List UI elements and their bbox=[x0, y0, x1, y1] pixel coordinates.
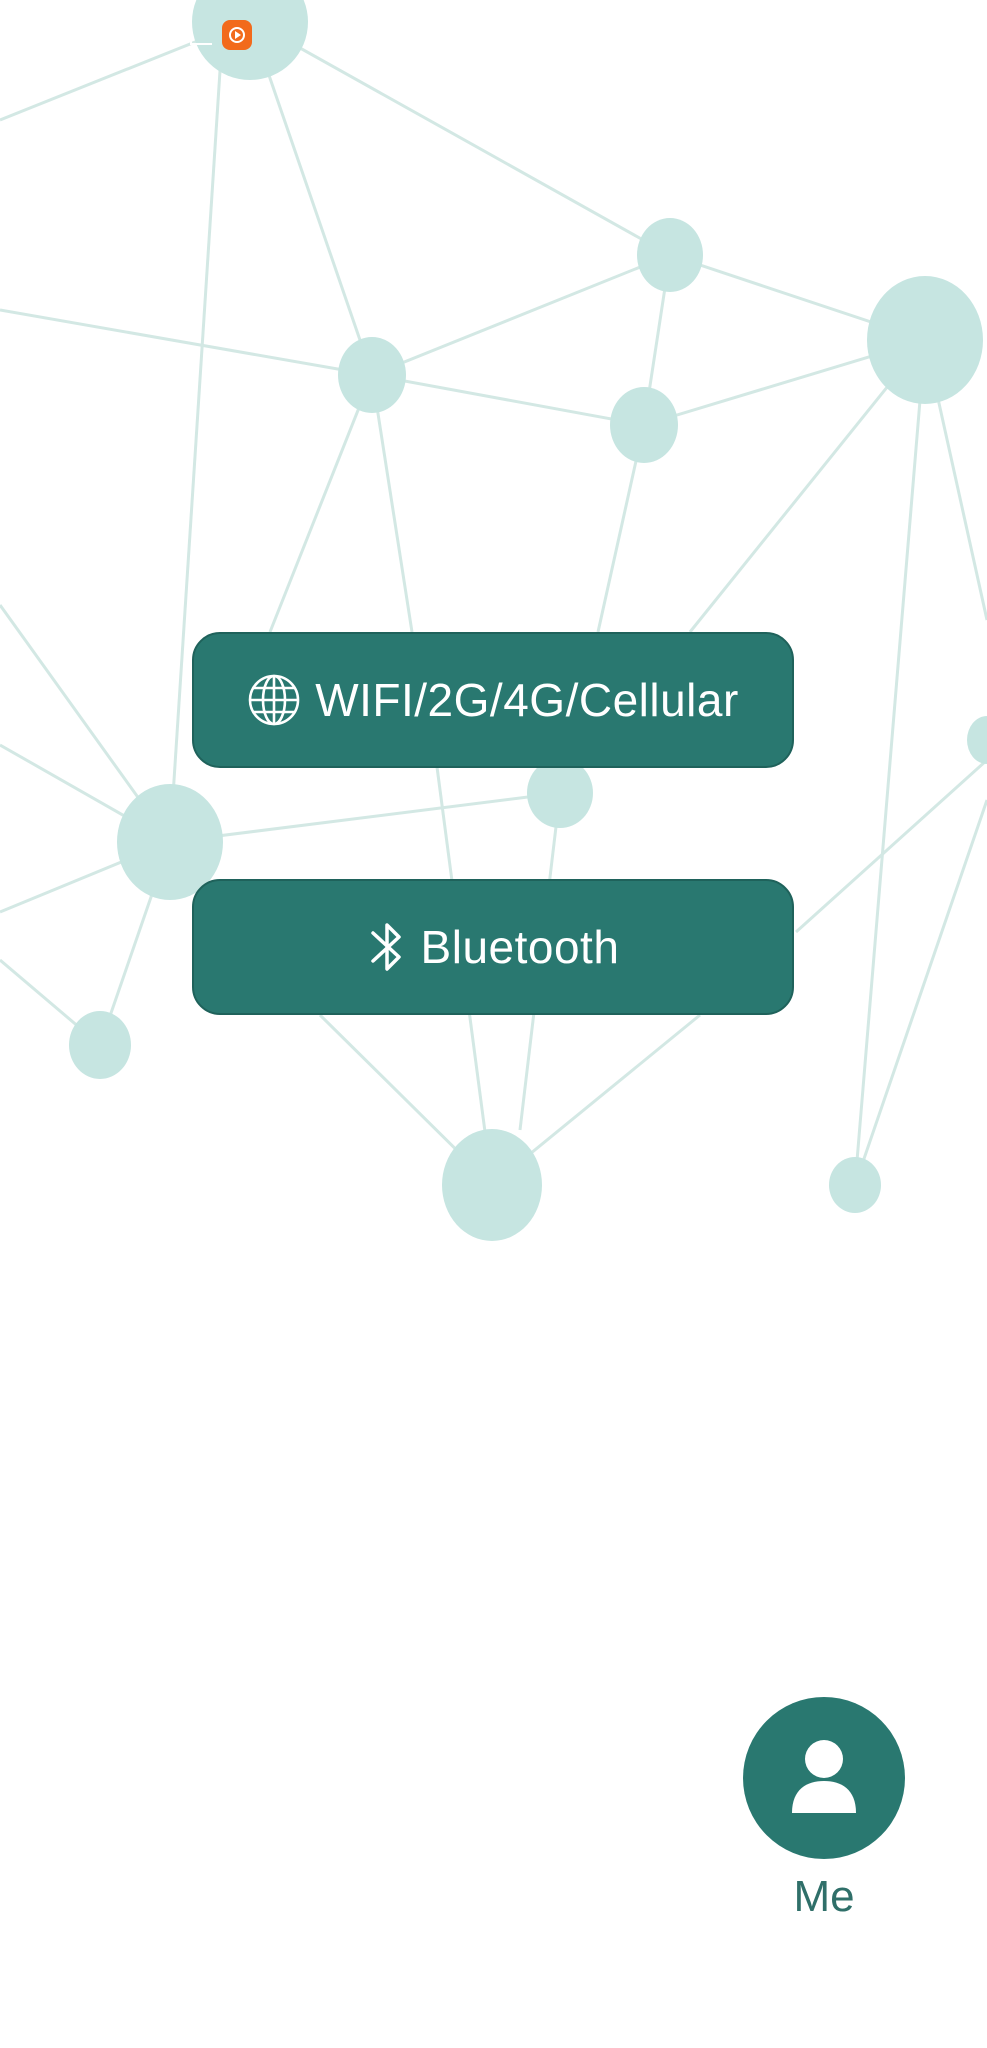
person-icon bbox=[789, 1737, 859, 1820]
me-button[interactable] bbox=[743, 1697, 905, 1859]
bluetooth-icon bbox=[367, 917, 407, 977]
video-app-icon bbox=[222, 20, 252, 50]
status-bar-icons bbox=[190, 20, 252, 50]
bluetooth-label: Bluetooth bbox=[420, 921, 620, 973]
me-label[interactable]: Me bbox=[793, 1872, 855, 1921]
screen-icon bbox=[190, 25, 212, 45]
wifi-cellular-button[interactable]: WIFI/2G/4G/Cellular bbox=[192, 632, 794, 768]
wifi-cellular-label: WIFI/2G/4G/Cellular bbox=[315, 674, 739, 726]
network-nodes bbox=[69, 0, 987, 1241]
bluetooth-button[interactable]: Bluetooth bbox=[192, 879, 794, 1015]
globe-icon bbox=[247, 673, 301, 727]
